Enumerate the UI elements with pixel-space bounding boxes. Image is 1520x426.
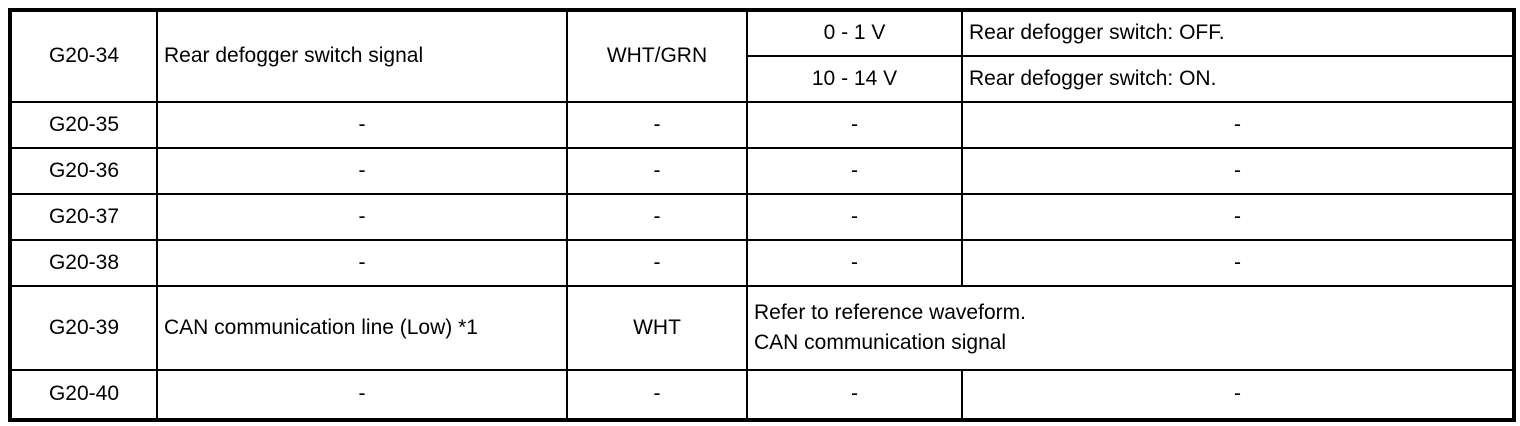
voltage-cell: - <box>746 239 963 287</box>
signal-cell: - <box>156 147 568 195</box>
table-row: G20-34 Rear defogger switch signal WHT/G… <box>9 9 1515 103</box>
signal-cell: - <box>156 239 568 287</box>
signal-cell: - <box>156 369 568 421</box>
condition-cell: - <box>961 147 1515 195</box>
wire-color-cell: - <box>566 239 748 287</box>
terminal-cell: G20-35 <box>9 101 158 149</box>
terminal-cell: G20-37 <box>9 193 158 241</box>
signal-cell: Rear defogger switch signal <box>156 9 568 103</box>
voltage-cell: 0 - 1 V <box>746 9 963 57</box>
terminal-cell: G20-38 <box>9 239 158 287</box>
wire-color-cell: - <box>566 147 748 195</box>
table-row: G20-38 - - - - <box>9 239 1515 287</box>
wire-color-cell: WHT <box>566 285 748 371</box>
note-line: Refer to reference waveform. <box>754 300 1026 324</box>
terminal-cell: G20-39 <box>9 285 158 371</box>
signal-cell: - <box>156 193 568 241</box>
table-row: G20-39 CAN communication line (Low) *1 W… <box>9 285 1515 371</box>
wire-color-cell: - <box>566 101 748 149</box>
condition-cell: Rear defogger switch: ON. <box>961 55 1515 103</box>
terminal-cell: G20-36 <box>9 147 158 195</box>
table-row: G20-35 - - - - <box>9 101 1515 149</box>
condition-cell: - <box>961 193 1515 241</box>
wire-color-cell: WHT/GRN <box>566 9 748 103</box>
voltage-cell: - <box>746 193 963 241</box>
terminal-cell: G20-40 <box>9 369 158 421</box>
terminal-signal-table: G20-34 Rear defogger switch signal WHT/G… <box>8 8 1516 422</box>
terminal-cell: G20-34 <box>9 9 158 103</box>
condition-cell: - <box>961 239 1515 287</box>
table-row: 10 - 14 V Rear defogger switch: ON. <box>10 55 1515 103</box>
voltage-cell: - <box>746 369 963 421</box>
signal-cell: CAN communication line (Low) *1 <box>156 285 568 371</box>
voltage-cell: - <box>746 147 963 195</box>
condition-cell: Rear defogger switch: OFF. <box>961 9 1515 57</box>
table-row: G20-40 - - - - <box>9 369 1515 421</box>
voltage-cell: - <box>746 101 963 149</box>
table-row: G20-37 - - - - <box>9 193 1515 241</box>
signal-cell: - <box>156 101 568 149</box>
condition-cell: - <box>961 369 1515 421</box>
table-row: G20-36 - - - - <box>9 147 1515 195</box>
wire-color-cell: - <box>566 369 748 421</box>
note-line: CAN communication signal <box>754 331 1007 354</box>
condition-cell: - <box>961 101 1515 149</box>
wire-color-cell: - <box>566 193 748 241</box>
voltage-cell: 10 - 14 V <box>746 55 963 103</box>
note-cell: Refer to reference waveform. CAN communi… <box>746 285 1515 371</box>
